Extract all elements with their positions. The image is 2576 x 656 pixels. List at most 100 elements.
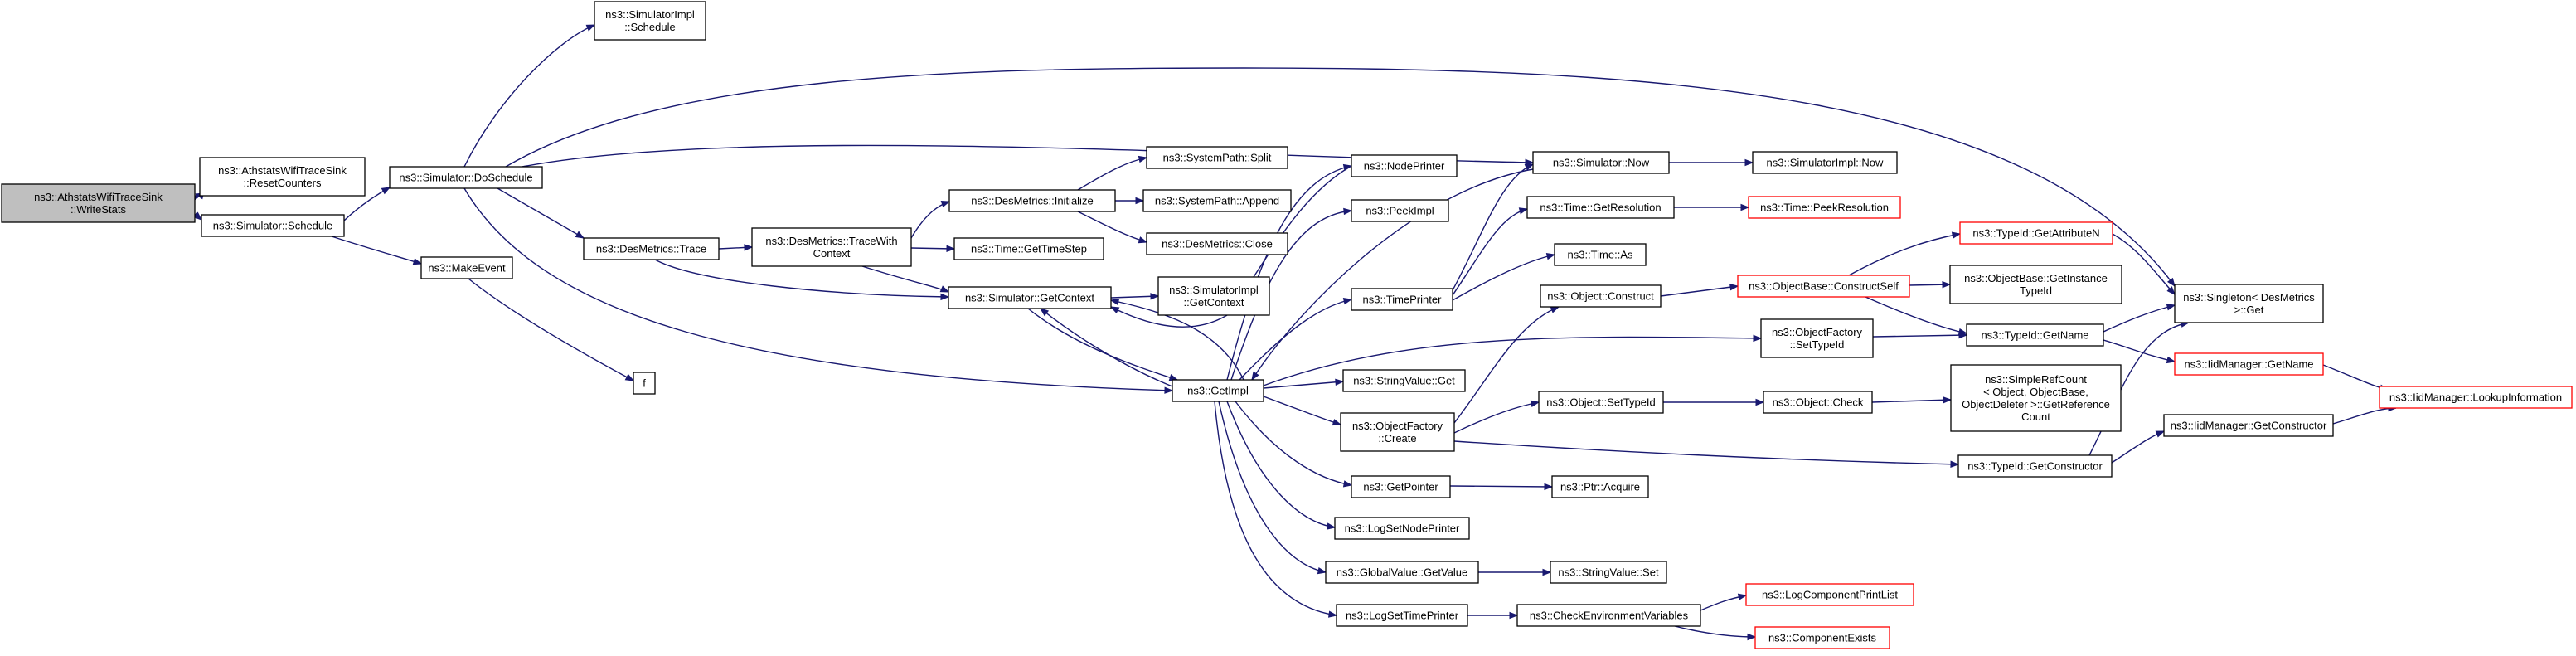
node-box xyxy=(583,237,720,260)
edge-do_schedule-to-singleton_get xyxy=(505,67,2176,287)
node-box xyxy=(199,157,366,197)
node-simplerefcount[interactable]: ns3::SimpleRefCount< Object, ObjectBase,… xyxy=(1950,364,2122,432)
node-ptr-acquire[interactable]: ns3::Ptr::Acquire xyxy=(1551,475,1649,498)
node-label: ns3::Object::Construct xyxy=(1547,290,1654,303)
node-reset-counters[interactable]: ns3::AthstatsWifiTraceSink::ResetCounter… xyxy=(199,157,366,197)
node-label: ns3::Time::As xyxy=(1568,249,1633,261)
node-box xyxy=(1351,199,1449,222)
arrowhead-typeid_getattributen xyxy=(1951,231,1962,239)
node-syspath-split[interactable]: ns3::SystemPath::Split xyxy=(1146,146,1288,169)
node-simimpl-getcontext[interactable]: ns3::SimulatorImpl::GetContext xyxy=(1157,276,1270,316)
node-label: ns3::SimulatorImpl::Now xyxy=(1767,157,1884,169)
node-object-settypeid[interactable]: ns3::Object::SetTypeId xyxy=(1538,391,1664,414)
node-objfactory-create[interactable]: ns3::ObjectFactory::Create xyxy=(1340,412,1455,452)
node-box xyxy=(1748,196,1901,219)
node-box xyxy=(948,286,1112,309)
node-label: ns3::Object::SetTypeId xyxy=(1546,396,1656,409)
node-label: Context xyxy=(813,247,851,260)
edge-des_initialize-to-syspath_split xyxy=(1077,157,1147,191)
node-label: < Object, ObjectBase, xyxy=(1983,386,2088,398)
node-des-close[interactable]: ns3::DesMetrics::Close xyxy=(1146,232,1288,255)
node-label: ns3::AthstatsWifiTraceSink xyxy=(218,164,347,177)
edge-check_env_vars-to-component_exists xyxy=(1674,625,1756,638)
arrowhead-get_impl xyxy=(1164,386,1174,394)
arrowhead-make_event xyxy=(412,258,423,265)
node-syspath-append[interactable]: ns3::SystemPath::Append xyxy=(1142,189,1292,212)
node-time-getresolution[interactable]: ns3::Time::GetResolution xyxy=(1526,196,1675,219)
node-box xyxy=(1950,364,2122,432)
node-node-printer[interactable]: ns3::NodePrinter xyxy=(1351,154,1458,177)
node-globalvalue-getvalue[interactable]: ns3::GlobalValue::GetValue xyxy=(1325,561,1479,584)
node-f[interactable]: f xyxy=(633,372,656,395)
node-iidmanager-getname[interactable]: ns3::IidManager::GetName xyxy=(2174,352,2324,376)
node-box xyxy=(953,237,1104,260)
node-log-component-print-list[interactable]: ns3::LogComponentPrintList xyxy=(1745,583,1914,606)
node-des-initialize[interactable]: ns3::DesMetrics::Initialize xyxy=(948,189,1116,212)
node-typeid-getconstructor[interactable]: ns3::TypeId::GetConstructor xyxy=(1957,454,2113,478)
node-sim-getcontext[interactable]: ns3::Simulator::GetContext xyxy=(948,286,1112,309)
arrowhead-time_printer xyxy=(1342,297,1353,305)
arrowhead-time_getresolution xyxy=(1518,207,1529,215)
edge-sim_getcontext-to-simimpl_getcontext xyxy=(1110,295,1159,299)
node-label: ::WriteStats xyxy=(70,203,126,216)
node-stringvalue-set[interactable]: ns3::StringValue::Set xyxy=(1550,561,1667,584)
node-label: ns3::ObjectBase::ConstructSelf xyxy=(1749,280,1899,293)
node-objbase-constructself[interactable]: ns3::ObjectBase::ConstructSelf xyxy=(1737,275,1910,298)
node-check-env-vars[interactable]: ns3::CheckEnvironmentVariables xyxy=(1516,604,1701,627)
edge-time_printer-to-sim_now xyxy=(1452,163,1534,291)
arrowhead-log_component_print_list xyxy=(1737,593,1748,600)
node-box xyxy=(633,372,656,395)
arrowhead-syspath_append xyxy=(1135,197,1145,205)
edge-des_trace-to-sim_getcontext xyxy=(654,259,949,298)
node-box xyxy=(1516,604,1701,627)
node-time-as[interactable]: ns3::Time::As xyxy=(1554,243,1647,266)
node-des-trace[interactable]: ns3::DesMetrics::Trace xyxy=(583,237,720,260)
node-label: Count xyxy=(2021,411,2050,423)
arrowhead-get_impl xyxy=(1251,371,1259,381)
node-stringvalue-get[interactable]: ns3::StringValue::Get xyxy=(1342,369,1466,392)
node-time-peekresolution[interactable]: ns3::Time::PeekResolution xyxy=(1748,196,1901,219)
node-box xyxy=(1957,454,2113,478)
node-box xyxy=(1754,626,1890,649)
node-do-schedule[interactable]: ns3::Simulator::DoSchedule xyxy=(389,166,543,189)
node-typeid-getattributen[interactable]: ns3::TypeId::GetAttributeN xyxy=(1959,221,2113,245)
node-label: ObjectDeleter >::GetReference xyxy=(1962,398,2110,411)
edge-do_schedule-to-des_trace xyxy=(497,187,585,239)
node-box xyxy=(420,256,513,279)
node-box xyxy=(1526,196,1675,219)
node-get-pointer[interactable]: ns3::GetPointer xyxy=(1351,475,1451,498)
node-label: ns3::SystemPath::Split xyxy=(1163,152,1272,164)
node-peek-impl[interactable]: ns3::PeekImpl xyxy=(1351,199,1449,222)
edge-get_impl-to-sim_getcontext xyxy=(1040,308,1173,387)
node-time-gettimestep[interactable]: ns3::Time::GetTimeStep xyxy=(953,237,1104,260)
node-singleton-get[interactable]: ns3::Singleton< DesMetrics >::Get xyxy=(2174,284,2324,323)
node-box xyxy=(1142,189,1292,212)
node-box xyxy=(1737,275,1910,298)
node-time-printer[interactable]: ns3::TimePrinter xyxy=(1351,288,1453,311)
node-log-set-node-printer[interactable]: ns3::LogSetNodePrinter xyxy=(1334,517,1470,540)
arrowhead-time_gettimestep xyxy=(946,245,956,253)
node-make-event[interactable]: ns3::MakeEvent xyxy=(420,256,513,279)
arrowhead-des_tracewith xyxy=(744,244,754,251)
node-root[interactable]: ns3::AthstatsWifiTraceSink::WriteStats xyxy=(1,183,196,223)
node-typeid-getname[interactable]: ns3::TypeId::GetName xyxy=(1966,323,2104,347)
node-simimpl-now[interactable]: ns3::SimulatorImpl::Now xyxy=(1752,151,1898,174)
node-object-construct[interactable]: ns3::Object::Construct xyxy=(1540,284,1662,308)
arrowhead-syspath_split xyxy=(1138,155,1148,163)
node-iidmanager-getconstructor[interactable]: ns3::IidManager::GetConstructor xyxy=(2163,414,2334,437)
node-component-exists[interactable]: ns3::ComponentExists xyxy=(1754,626,1890,649)
node-sim-now[interactable]: ns3::Simulator::Now xyxy=(1532,151,1670,174)
node-get-impl[interactable]: ns3::GetImpl xyxy=(1172,379,1264,402)
node-iidmanager-lookupinformation[interactable]: ns3::IidManager::LookupInformation xyxy=(2379,386,2573,409)
arrowhead-sim_getcontext xyxy=(1109,306,1120,314)
arrowhead-objfactory_settypeid xyxy=(1753,334,1763,343)
node-objfactory-settypeid[interactable]: ns3::ObjectFactory::SetTypeId xyxy=(1760,318,1874,358)
node-sim-schedule[interactable]: ns3::Simulator::Schedule xyxy=(201,214,345,237)
node-log-set-time-printer[interactable]: ns3::LogSetTimePrinter xyxy=(1336,604,1468,627)
node-label: >::Get xyxy=(2234,304,2264,316)
node-simimpl-schedule[interactable]: ns3::SimulatorImpl::Schedule xyxy=(594,1,706,41)
arrowhead-sim_getcontext xyxy=(939,285,950,293)
node-object-check[interactable]: ns3::Object::Check xyxy=(1763,391,1873,414)
